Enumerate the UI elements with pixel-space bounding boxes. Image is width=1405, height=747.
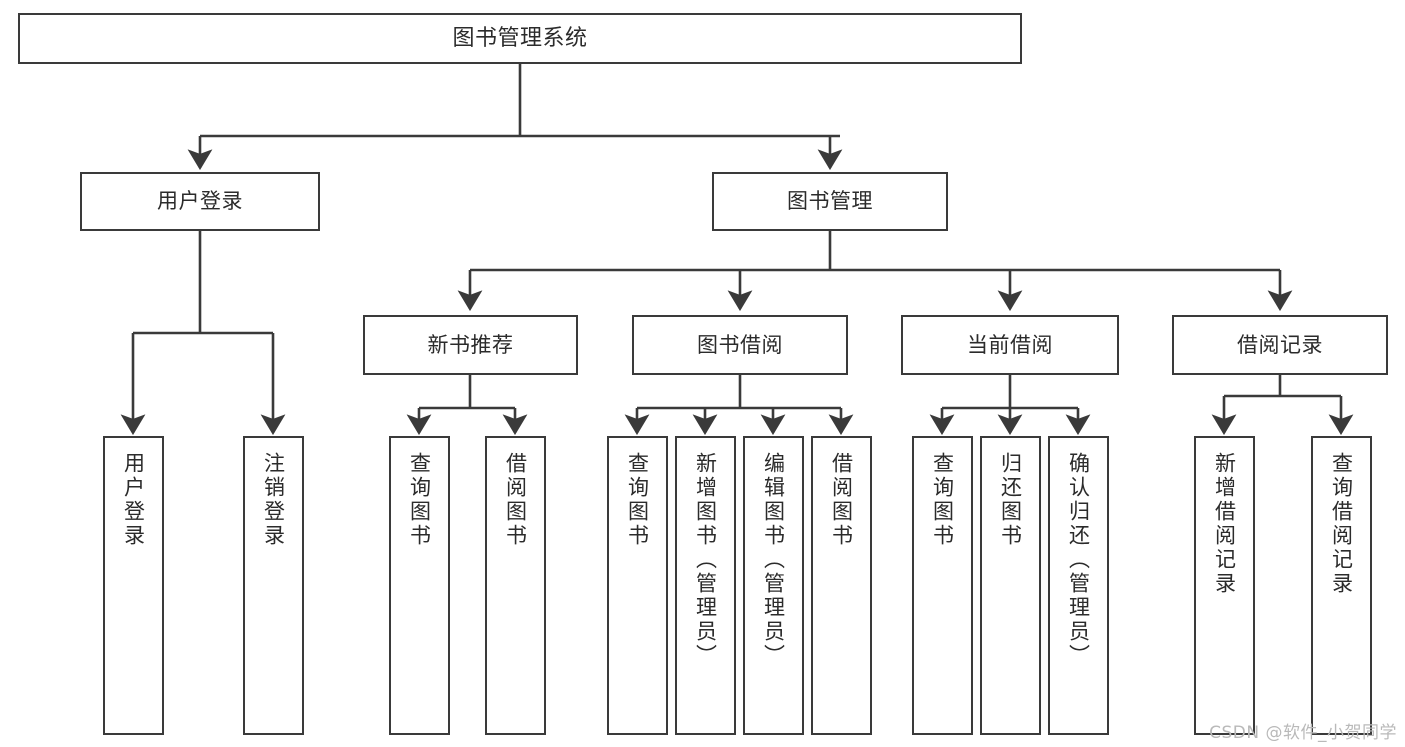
node-user-login[interactable]: 用户登录 [80, 172, 320, 231]
node-leaf-user-login-label: 用户登录 [121, 452, 146, 548]
node-leaf-return-book-label: 归还图书 [998, 452, 1023, 548]
node-leaf-borrow-book-2[interactable]: 借阅图书 [811, 436, 872, 735]
node-leaf-add-record[interactable]: 新增借阅记录 [1194, 436, 1255, 735]
node-new-book-recommend[interactable]: 新书推荐 [363, 315, 578, 375]
node-leaf-query-book-2-label: 查询图书 [625, 452, 650, 548]
node-borrow-record-label: 借阅记录 [1237, 332, 1323, 357]
node-new-book-recommend-label: 新书推荐 [427, 332, 514, 357]
node-leaf-query-book-1-label: 查询图书 [407, 452, 432, 548]
node-leaf-query-book-3[interactable]: 查询图书 [912, 436, 973, 735]
node-borrow-record[interactable]: 借阅记录 [1172, 315, 1388, 375]
node-leaf-query-record-label: 查询借阅记录 [1329, 452, 1354, 596]
node-root-label: 图书管理系统 [452, 25, 588, 51]
node-leaf-query-book-2[interactable]: 查询图书 [607, 436, 668, 735]
node-leaf-query-book-1[interactable]: 查询图书 [389, 436, 450, 735]
node-leaf-query-record[interactable]: 查询借阅记录 [1311, 436, 1372, 735]
node-root[interactable]: 图书管理系统 [18, 13, 1022, 64]
node-leaf-borrow-book-2-label: 借阅图书 [829, 452, 854, 548]
node-leaf-confirm-return-admin-label: 确认归还（管理员） [1066, 452, 1091, 668]
node-leaf-borrow-book-1[interactable]: 借阅图书 [485, 436, 546, 735]
node-leaf-add-record-label: 新增借阅记录 [1212, 452, 1237, 596]
node-user-login-label: 用户登录 [157, 189, 243, 214]
node-leaf-logout-label: 注销登录 [261, 452, 286, 548]
node-book-manage-label: 图书管理 [787, 189, 873, 214]
node-book-manage[interactable]: 图书管理 [712, 172, 948, 231]
node-leaf-return-book[interactable]: 归还图书 [980, 436, 1041, 735]
node-leaf-edit-book-admin[interactable]: 编辑图书（管理员） [743, 436, 804, 735]
node-leaf-query-book-3-label: 查询图书 [930, 452, 955, 548]
node-leaf-logout[interactable]: 注销登录 [243, 436, 304, 735]
node-leaf-add-book-admin-label: 新增图书（管理员） [693, 452, 718, 668]
node-book-borrow[interactable]: 图书借阅 [632, 315, 848, 375]
node-book-borrow-label: 图书借阅 [697, 332, 783, 357]
node-leaf-edit-book-admin-label: 编辑图书（管理员） [761, 452, 786, 668]
node-leaf-user-login[interactable]: 用户登录 [103, 436, 164, 735]
node-leaf-confirm-return-admin[interactable]: 确认归还（管理员） [1048, 436, 1109, 735]
node-current-borrow-label: 当前借阅 [967, 332, 1053, 357]
node-current-borrow[interactable]: 当前借阅 [901, 315, 1119, 375]
node-leaf-borrow-book-1-label: 借阅图书 [503, 452, 528, 548]
node-leaf-add-book-admin[interactable]: 新增图书（管理员） [675, 436, 736, 735]
